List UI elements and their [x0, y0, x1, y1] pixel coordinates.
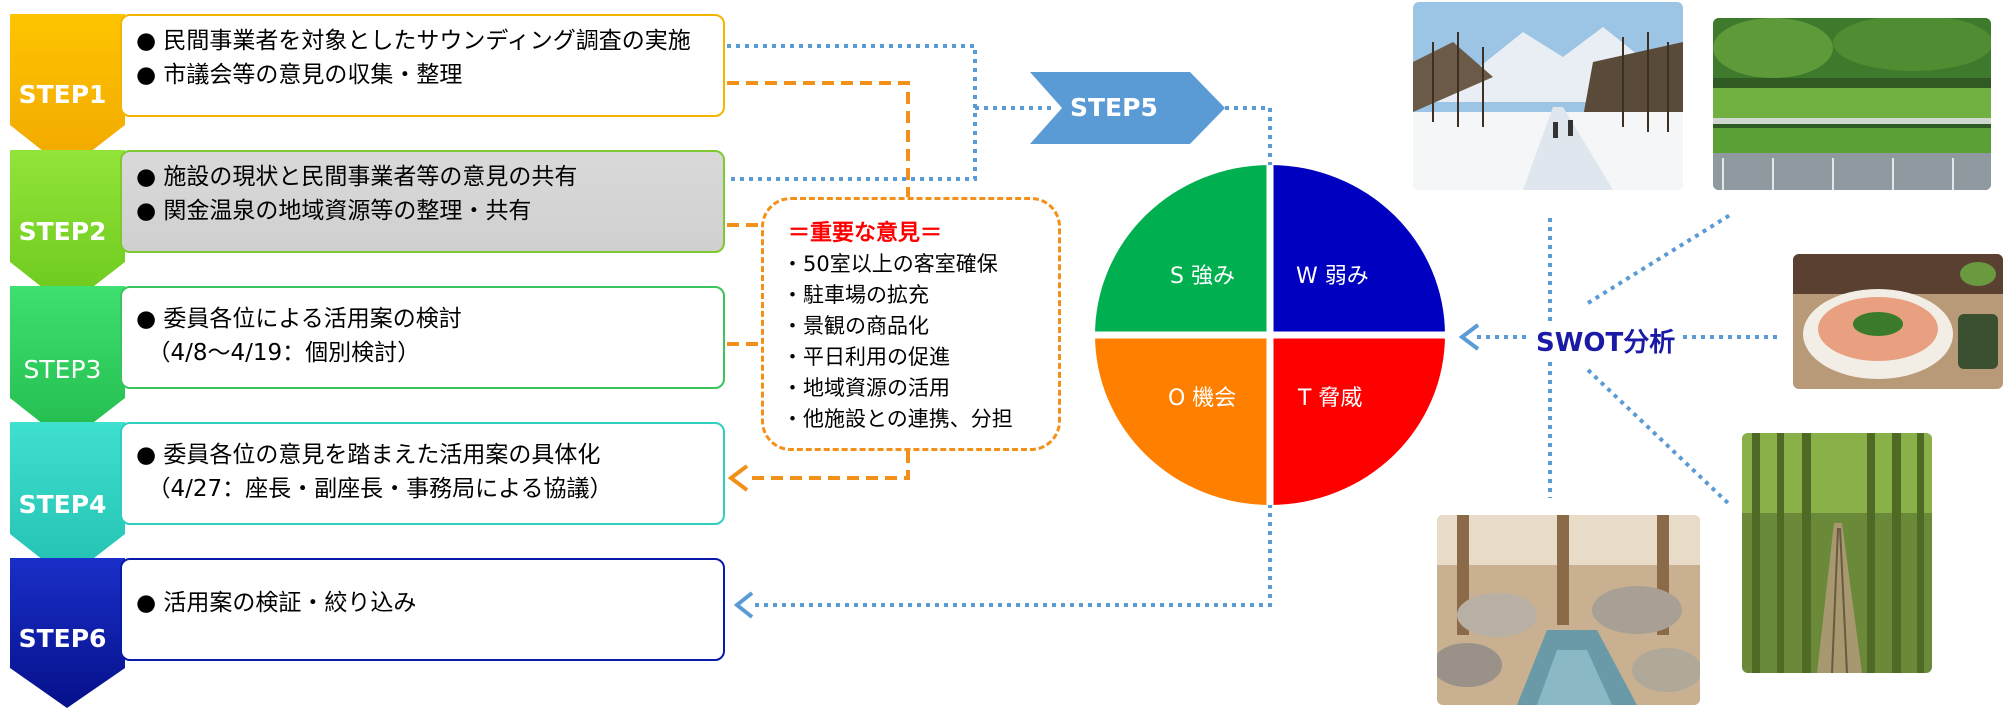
- swot-t-label: T 脅威: [1298, 386, 1363, 411]
- step6-arrowhead: [733, 591, 754, 619]
- step3-label: STEP3: [23, 355, 102, 384]
- wasabi-field-photo: [1713, 18, 1991, 190]
- step2-line-2: ● 関金温泉の地域資源等の整理・共有: [136, 198, 532, 224]
- step2-box: ● 施設の現状と民間事業者等の意見の共有 ● 関金温泉の地域資源等の整理・共有: [120, 150, 725, 253]
- important-item: ・50室以上の客室確保: [782, 252, 998, 276]
- step4-chevron: [10, 422, 125, 579]
- bamboo-forest-photo: [1742, 433, 1932, 673]
- step4-box: ● 委員各位の意見を踏まえた活用案の具体化 （4/27：座長・副座長・事務局によ…: [120, 422, 725, 525]
- step3-line-2: （4/8～4/19：個別検討）: [136, 340, 421, 366]
- swot-w-label: W 弱み: [1296, 264, 1369, 289]
- step2-label: STEP2: [18, 217, 107, 246]
- swot-s-label: S 強み: [1170, 264, 1235, 289]
- step6-box: ● 活用案の検証・絞り込み: [120, 558, 725, 661]
- swot-t-quadrant: [1270, 335, 1445, 505]
- step4-line-1: ● 委員各位の意見を踏まえた活用案の具体化: [136, 442, 601, 468]
- step1-label: STEP1: [18, 80, 107, 109]
- important-title: ＝重要な意見＝: [788, 221, 943, 246]
- important-item: ・他施設との連携、分担: [782, 407, 1013, 431]
- step1-line-2: ● 市議会等の意見の収集・整理: [136, 62, 463, 88]
- swot-analysis-label: SWOT分析: [1530, 322, 1682, 359]
- swot-s-quadrant: [1095, 165, 1270, 335]
- step2-line-1: ● 施設の現状と民間事業者等の意見の共有: [136, 164, 578, 190]
- important-to-step4-connector: [745, 451, 910, 480]
- step4-line-2: （4/27：座長・副座長・事務局による協議）: [136, 476, 613, 502]
- step1-to-important-connector: [727, 81, 910, 197]
- step1-box: ● 民間事業者を対象としたサウンディング調査の実施 ● 市議会等の意見の収集・整…: [120, 14, 725, 117]
- swot-o-label: O 機会: [1168, 386, 1237, 411]
- step1-chevron: [10, 14, 125, 170]
- important-item: ・景観の商品化: [782, 314, 929, 338]
- pie-arrowhead: [1458, 323, 1480, 351]
- important-item: ・平日利用の促進: [782, 345, 950, 369]
- step3-chevron: [10, 286, 125, 443]
- important-opinions-box: ＝重要な意見＝ ・50室以上の客室確保 ・駐車場の拡充 ・景観の商品化 ・平日利…: [761, 197, 1061, 451]
- important-item: ・地域資源の活用: [782, 376, 950, 400]
- step4-label: STEP4: [18, 490, 107, 519]
- step2-chevron: [10, 150, 125, 307]
- swot-o-quadrant: [1095, 335, 1270, 505]
- step6-line-1: ● 活用案の検証・絞り込み: [136, 590, 417, 616]
- step3-box: ● 委員各位による活用案の検討 （4/8～4/19：個別検討）: [120, 286, 725, 389]
- step4-arrowhead: [727, 464, 749, 492]
- swot-w-quadrant: [1270, 165, 1445, 335]
- step5-label: STEP5: [1070, 93, 1158, 122]
- step6-label: STEP6: [18, 624, 107, 653]
- important-item: ・駐車場の拡充: [782, 283, 929, 307]
- step5-shape: [1030, 72, 1225, 144]
- step6-chevron: [10, 558, 125, 708]
- snow-mountain-photo: [1413, 2, 1683, 190]
- step1-line-1: ● 民間事業者を対象としたサウンディング調査の実施: [136, 28, 691, 54]
- hot-spring-photo: [1437, 515, 1700, 705]
- step1-to-step5-connector: [727, 44, 977, 181]
- swot-pie: [1095, 165, 1445, 505]
- swot-to-wasabi-connector: [1586, 213, 1732, 305]
- swot-to-bamboo-connector: [1586, 368, 1732, 507]
- food-bowl-photo: [1793, 254, 2003, 389]
- step3-line-1: ● 委員各位による活用案の検討: [136, 306, 462, 332]
